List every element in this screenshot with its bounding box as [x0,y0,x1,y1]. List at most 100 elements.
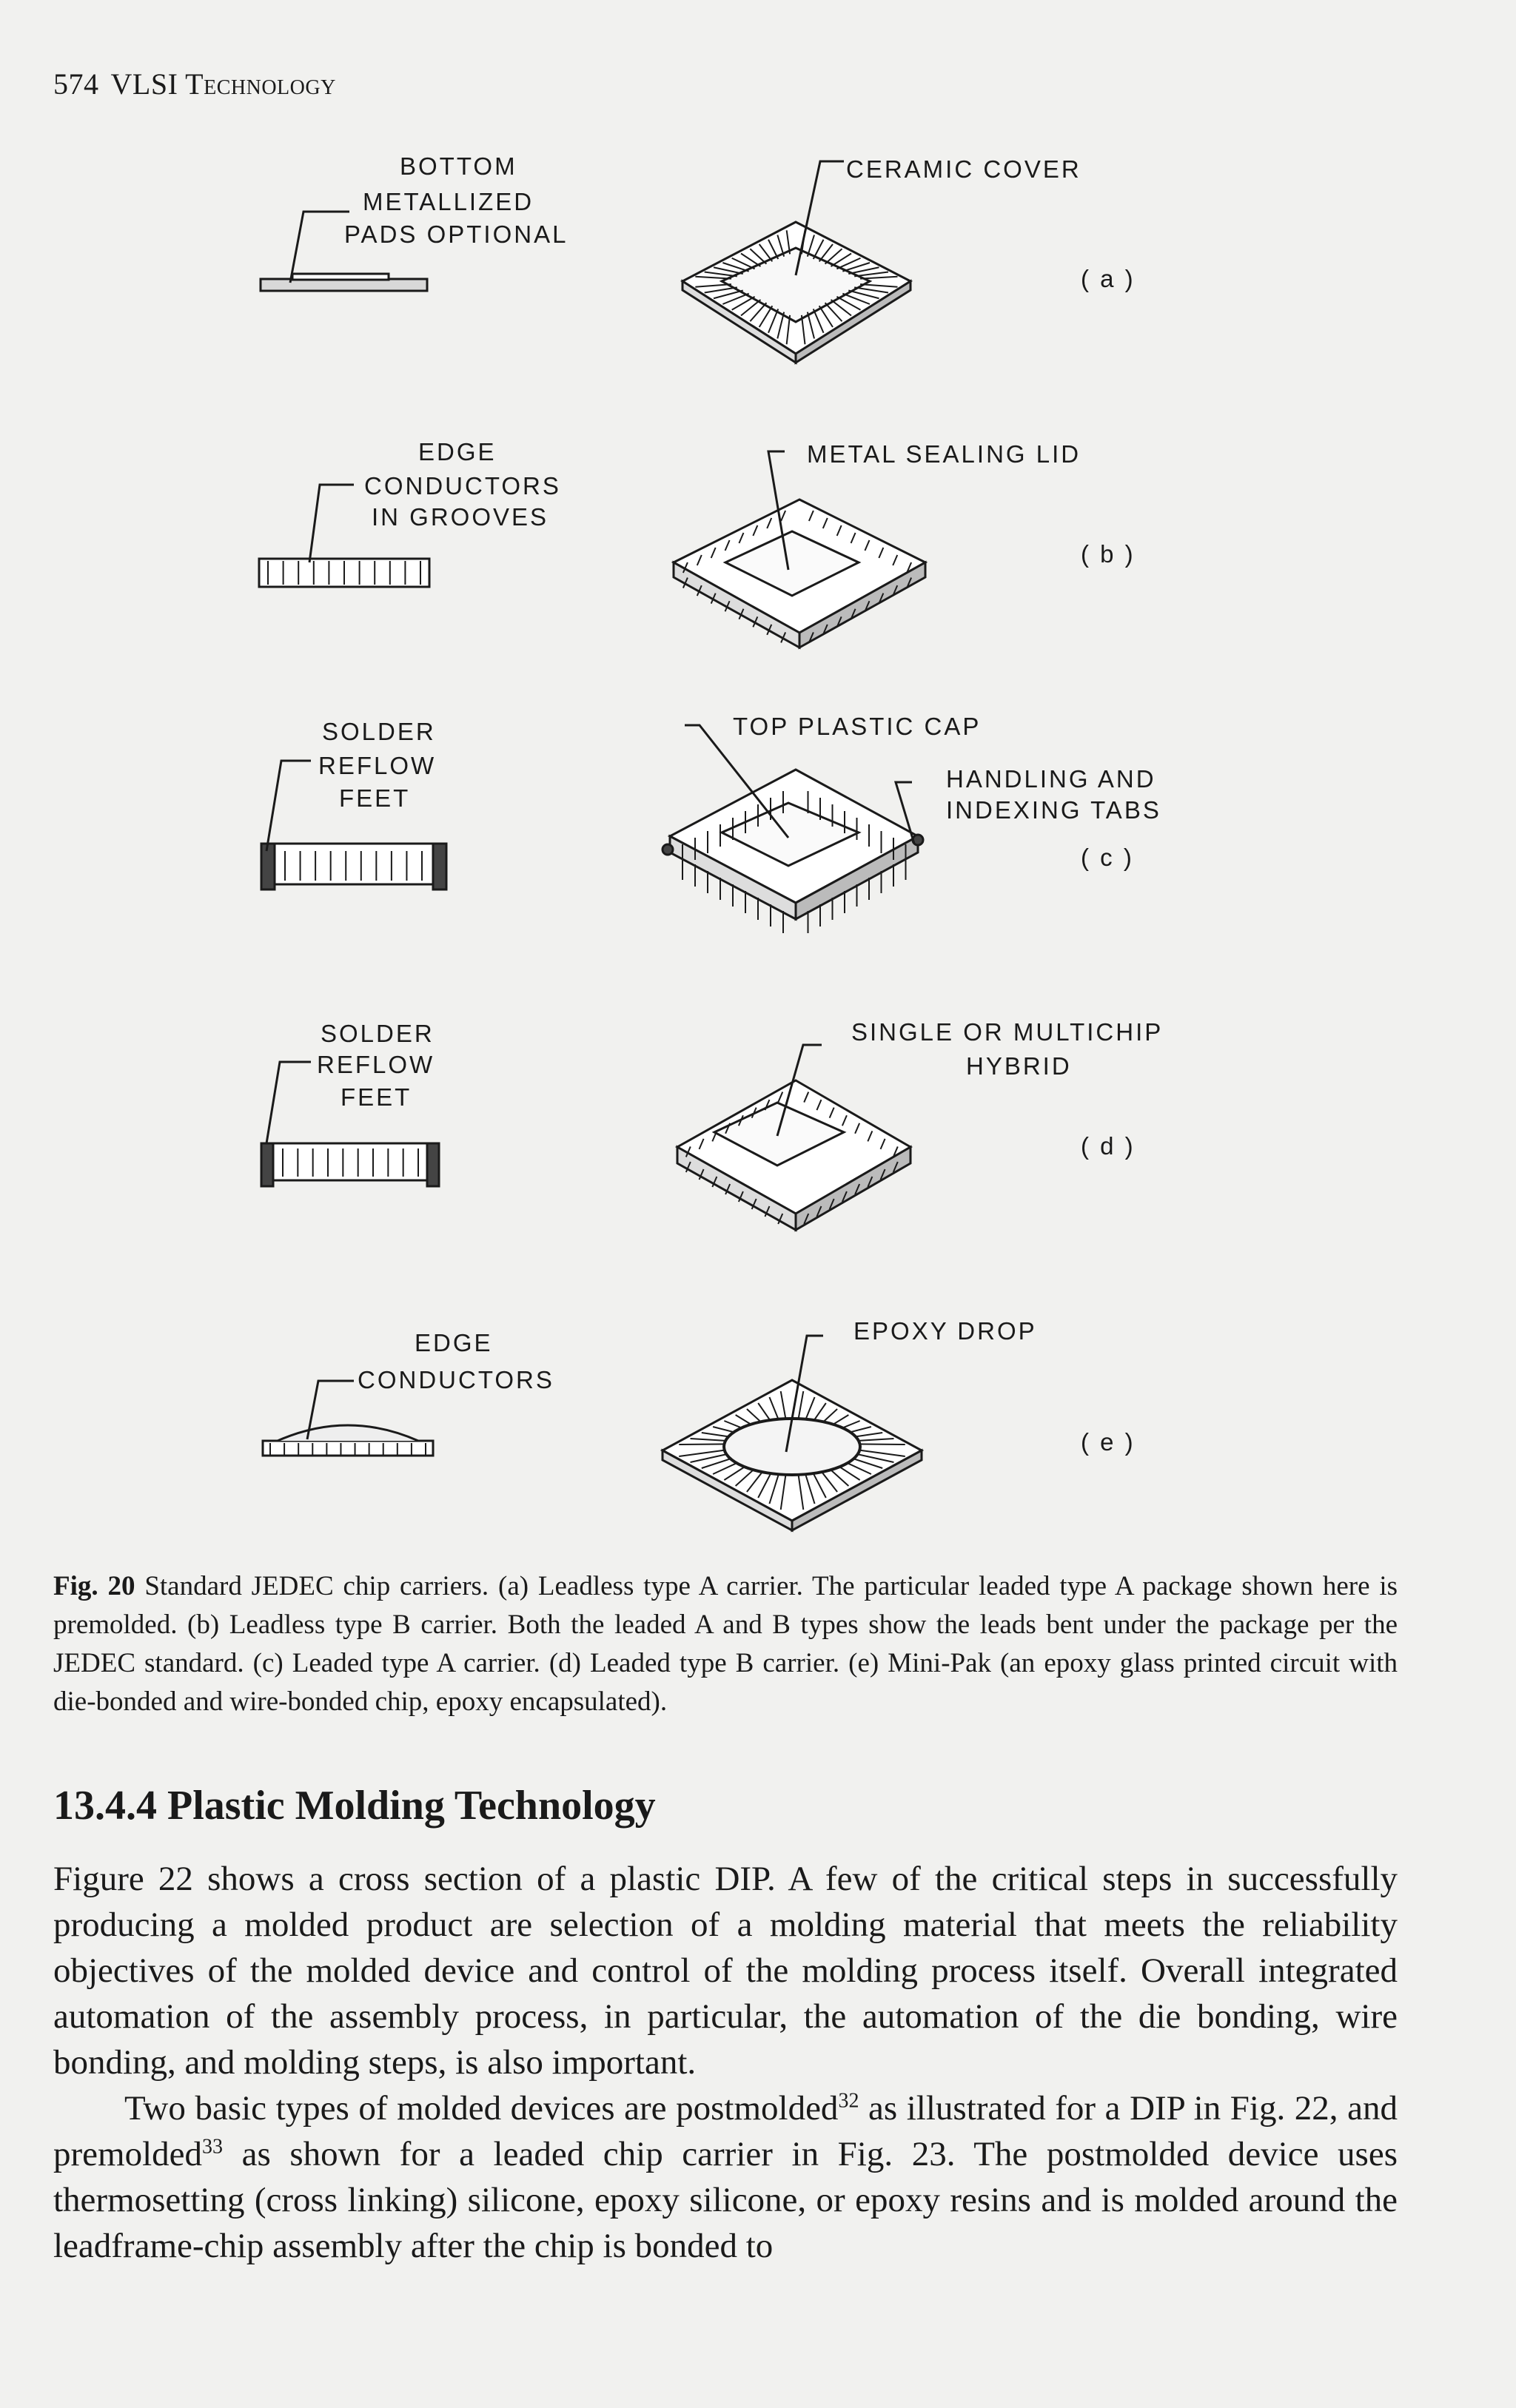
row-a-main-label: CERAMIC COVER [846,155,1081,183]
lead-tooth [878,593,885,605]
lead-tooth [822,517,828,529]
row-b-side-label-2: CONDUCTORS [364,472,561,500]
lead-tooth [780,632,787,643]
row-c-extra-label-2: INDEXING TABS [946,796,1161,824]
lead-tooth [696,585,702,596]
book-title: VLSI Technology [110,67,336,101]
conductor-trace [860,283,898,288]
lead-tooth [698,1138,705,1150]
body-text: Figure 22 shows a cross section of a pla… [53,1856,1398,2269]
conductor-trace [842,262,871,272]
lead-tooth [724,600,731,612]
lead-tooth [892,585,899,596]
conductor-trace [854,271,889,278]
lead-tooth [725,1183,731,1195]
conductor-trace [695,275,731,280]
row-c-side-label-3: FEET [339,784,410,812]
row-b-main-label: METAL SEALING LID [807,440,1081,468]
lead-tooth [766,517,773,529]
row-a-side-label-2: METALLIZED [363,188,534,215]
row-e-side-view [261,1379,435,1457]
row-e-side-label-2: CONDUCTORS [358,1366,554,1393]
row-d-main-label-1: SINGLE OR MULTICHIP [851,1018,1163,1046]
lead-tooth [864,600,871,612]
row-a-side-view [259,210,429,292]
lead-tooth [836,525,842,537]
lead-tooth [698,1168,705,1180]
row-a-side-label-3: PADS OPTIONAL [344,221,568,248]
row-c-side-label-2: REFLOW [318,752,436,779]
row-c-extra-label-1: HANDLING AND [946,765,1156,793]
row-c-side-view [260,759,448,891]
conductor-trace [740,252,762,267]
figure-labels: BOTTOM METALLIZED PADS OPTIONAL CERAMIC … [317,152,1163,1456]
row-d-side-view [260,1060,440,1188]
lead-tooth [854,1123,861,1134]
lead-tooth [879,1168,886,1180]
conductor-trace [853,1443,905,1445]
lead-tooth [682,562,688,574]
conductor-trace [722,262,749,272]
row-a-side-label-1: BOTTOM [400,152,517,180]
conductor-trace [713,266,743,275]
lead-tooth [836,616,842,628]
conductor-trace [768,239,779,260]
figure-20: BOTTOM METALLIZED PADS OPTIONAL CERAMIC … [258,152,1163,1533]
conductor-trace [818,243,834,262]
lead-tooth [850,608,856,620]
paragraph-2-part-2: as illustrated for a DIP in Fig. 22, and… [53,2089,1398,2173]
conductor-trace [768,309,779,334]
row-e-letter: ( e ) [1081,1428,1136,1456]
lead-tooth [803,1213,810,1225]
row-e-side-label-1: EDGE [415,1329,493,1356]
conductor-trace [722,292,750,305]
lead-tooth [892,1146,899,1157]
row-b-letter: ( b ) [1081,540,1136,568]
row-e-carrier [660,1334,925,1533]
reference-32: 32 [838,2089,859,2113]
row-c-letter: ( c ) [1081,844,1134,871]
conductor-trace [797,1473,805,1510]
row-d-side-label-3: FEET [341,1083,412,1111]
conductor-trace [818,305,834,328]
lead-tooth [696,554,702,566]
lead-tooth [892,554,899,566]
row-e-main-label: EPOXY DROP [853,1317,1037,1345]
row-c-carrier [661,724,925,933]
conductor-trace [704,286,737,294]
conductor-trace [779,1390,787,1420]
lead-tooth [892,1161,899,1173]
conductor-trace [695,283,731,288]
conductor-trace [800,315,806,345]
conductor-trace [836,257,861,270]
lead-tooth [710,593,717,605]
lead-tooth [867,1176,873,1188]
lead-tooth [879,1138,886,1150]
lead-tooth [766,624,773,636]
lead-tooth [803,1092,810,1103]
row-a-carrier [680,160,913,365]
row-d-carrier [674,1043,913,1232]
lead-tooth [828,1198,835,1210]
lead-tooth [906,562,913,574]
paragraph-2-part-1: Two basic types of molded devices are po… [124,2089,839,2128]
conductor-trace [812,309,825,334]
lead-tooth [841,1191,848,1203]
conductor-trace [824,248,843,265]
lead-tooth [752,616,759,628]
row-b-carrier [671,450,928,650]
conductor-trace [803,1470,816,1504]
lead-tooth [764,1205,771,1217]
caption-text: Standard JEDEC chip carriers. (a) Leadle… [53,1571,1398,1717]
conductor-trace [749,302,768,322]
conductor-trace [758,305,774,328]
lead-tooth [828,1107,835,1119]
lead-tooth [854,1183,861,1195]
lead-tooth [751,1107,757,1119]
lead-tooth [808,510,814,522]
lead-tooth [711,1130,718,1142]
lead-tooth [737,1114,744,1126]
lead-tooth [816,1205,822,1217]
lead-tooth [867,1130,873,1142]
lead-tooth [777,1213,784,1225]
